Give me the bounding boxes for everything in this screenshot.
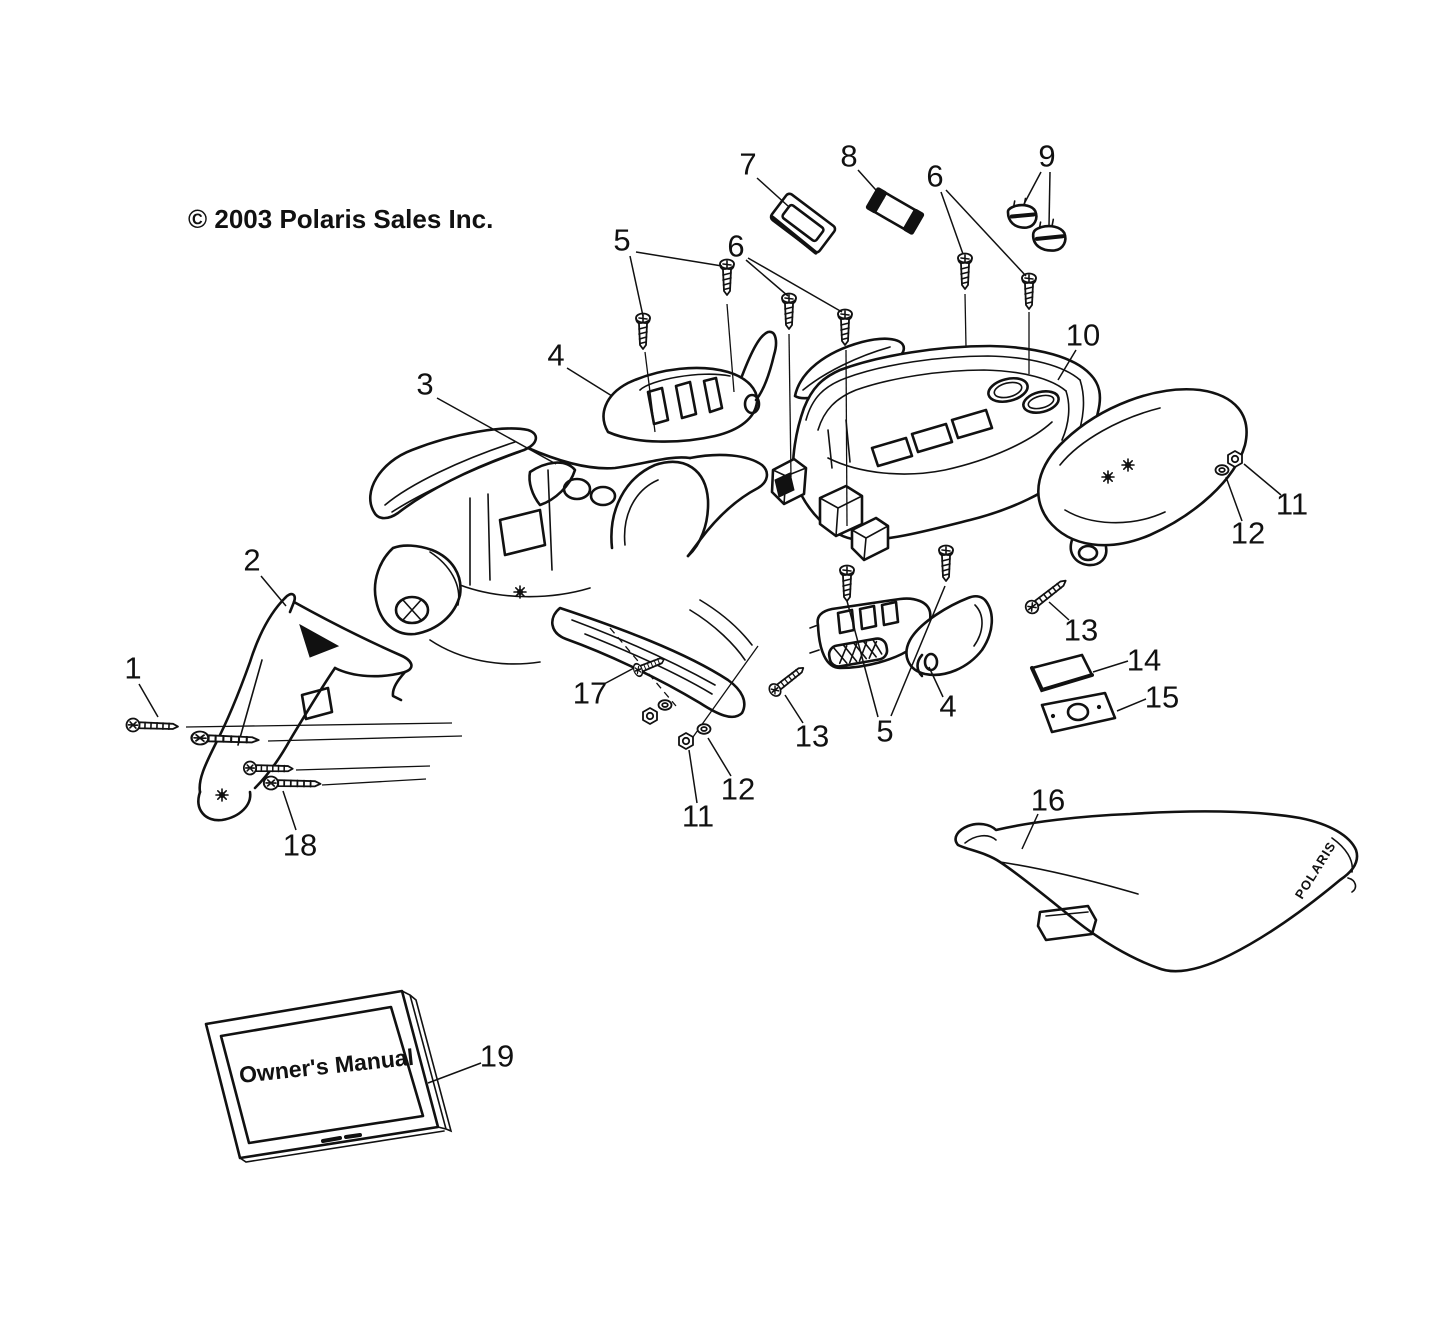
bolt <box>262 775 322 792</box>
part-16-seat: POLARIS <box>954 810 1359 973</box>
assembly-axis-line <box>267 735 463 742</box>
callout-19: 19 <box>480 1039 514 1074</box>
callout-leader-line <box>629 255 644 317</box>
callout-18: 18 <box>283 828 317 863</box>
callout-5: 5 <box>876 714 893 749</box>
assembly-axis-line <box>295 765 431 771</box>
callout-2: 2 <box>243 543 260 578</box>
callout-leader-line <box>1243 463 1282 496</box>
screw <box>839 564 855 602</box>
callout-leader-line <box>282 790 297 831</box>
callout-17: 17 <box>573 676 607 711</box>
callout-14: 14 <box>1127 643 1161 678</box>
bolt <box>190 730 260 748</box>
callout-9: 9 <box>1038 139 1055 174</box>
callout-5: 5 <box>613 223 630 258</box>
callout-leader-line <box>1116 698 1147 712</box>
callout-leader-line <box>1048 601 1070 621</box>
callout-12: 12 <box>1231 516 1265 551</box>
assembly-axis-line <box>644 351 656 433</box>
part-3-front-fender <box>368 427 769 719</box>
hardware-layer <box>125 252 1243 792</box>
callout-leader-line <box>945 189 1027 277</box>
part-10-rear-cab <box>770 337 1102 562</box>
callout-leader-line <box>1021 813 1039 850</box>
callout-3: 3 <box>416 367 433 402</box>
callout-leader-line <box>784 694 804 724</box>
bolt <box>125 717 180 734</box>
screw <box>837 308 853 346</box>
part-7-plate <box>769 192 837 255</box>
callout-leader-line <box>890 585 946 717</box>
callout-6: 6 <box>926 159 943 194</box>
screw <box>957 252 973 290</box>
callout-leader-line <box>635 251 723 267</box>
callout-15: 15 <box>1145 680 1179 715</box>
nut <box>642 707 658 725</box>
screw <box>1021 272 1037 310</box>
callout-leader-line <box>707 737 732 777</box>
callout-leader-line <box>1048 171 1051 227</box>
part-19-owners-manual: Owner's Manual <box>204 989 453 1163</box>
callout-leader-line <box>1092 660 1129 673</box>
bolt <box>766 661 809 700</box>
assembly-axis-line <box>845 349 848 527</box>
callout-leader-line <box>1057 349 1077 381</box>
callout-leader-line <box>846 600 879 718</box>
washer <box>1214 464 1230 476</box>
callout-leader-line <box>940 191 964 255</box>
copyright-text: © 2003 Polaris Sales Inc. <box>188 204 493 234</box>
callout-13: 13 <box>1064 613 1098 648</box>
callout-leader-line <box>138 683 159 718</box>
washer <box>696 723 712 735</box>
callout-leader-line <box>688 749 698 804</box>
callout-leader-line <box>756 177 789 207</box>
assembly-axis-line <box>185 722 453 728</box>
callout-12: 12 <box>721 772 755 807</box>
nut <box>1227 450 1243 468</box>
callout-leader-line <box>436 397 557 465</box>
assembly-axis-line <box>321 778 427 786</box>
callout-11: 11 <box>1276 487 1308 522</box>
assembly-axis-line <box>726 303 735 393</box>
bolt <box>1022 574 1071 617</box>
assembly-axis-line <box>964 293 967 348</box>
callout-leader-line <box>747 257 843 313</box>
callout-leader-line <box>745 259 789 297</box>
assembly-axis-line <box>788 333 792 478</box>
part-4-side-panel-right <box>905 594 994 678</box>
callout-leader-line <box>1023 171 1042 205</box>
callout-11: 11 <box>682 799 714 834</box>
callout-13: 13 <box>795 719 829 754</box>
screw <box>781 292 797 330</box>
part-15-plate <box>1040 691 1117 734</box>
callout-6: 6 <box>727 229 744 264</box>
callout-16: 16 <box>1031 783 1065 818</box>
rear-fender <box>1037 388 1248 567</box>
callout-leader-line <box>1225 476 1243 522</box>
washer <box>657 699 673 711</box>
callout-8: 8 <box>840 139 857 174</box>
callout-leader-line <box>427 1062 482 1084</box>
screw <box>938 544 954 582</box>
part-9-clips <box>1006 197 1067 252</box>
callout-4: 4 <box>547 338 564 373</box>
callout-leader-line <box>857 169 885 200</box>
screw <box>719 258 735 296</box>
callout-4: 4 <box>939 689 956 724</box>
callout-leader-line <box>566 367 613 397</box>
callout-7: 7 <box>739 147 756 182</box>
part-14-pad <box>1030 653 1094 693</box>
screw <box>635 312 651 350</box>
nut <box>678 732 694 750</box>
part-4-side-panel-left <box>602 330 778 443</box>
callout-leader-line <box>603 667 635 685</box>
callout-leader-line <box>928 666 944 698</box>
part-8-latch <box>865 187 925 235</box>
callout-1: 1 <box>124 651 141 686</box>
callout-10: 10 <box>1066 318 1100 353</box>
callout-leader-line <box>260 575 287 607</box>
